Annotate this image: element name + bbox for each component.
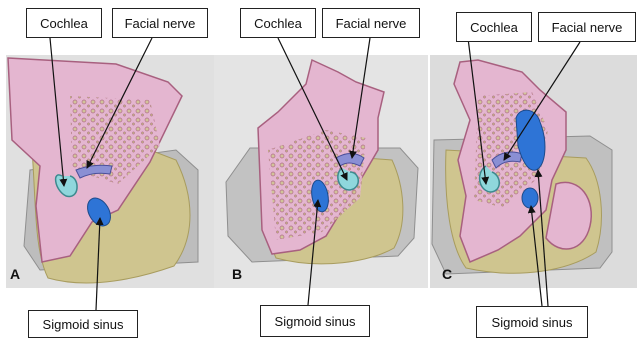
panel-b-sigmoid-sinus-label: Sigmoid sinus: [260, 305, 370, 337]
panel-b-facial-nerve-label: Facial nerve: [322, 8, 420, 38]
panel-c-cochlea-label: Cochlea: [456, 12, 532, 42]
panel-a-facial-nerve-label: Facial nerve: [112, 8, 208, 38]
panel-c-sigmoid-sinus-lower: [522, 188, 538, 208]
panel-c: [430, 38, 637, 306]
panel-a-cochlea-label: Cochlea: [26, 8, 102, 38]
panel-c-facial-nerve-label: Facial nerve: [538, 12, 636, 42]
panel-a-letter: A: [10, 266, 20, 282]
panel-b-letter: B: [232, 266, 242, 282]
panel-a: [6, 38, 214, 310]
panel-b-cochlea-label: Cochlea: [240, 8, 316, 38]
panel-b: [214, 38, 428, 305]
panel-a-sigmoid-sinus-label: Sigmoid sinus: [28, 310, 138, 338]
panel-c-sigmoid-sinus-label: Sigmoid sinus: [476, 306, 588, 338]
panel-c-letter: C: [442, 266, 452, 282]
